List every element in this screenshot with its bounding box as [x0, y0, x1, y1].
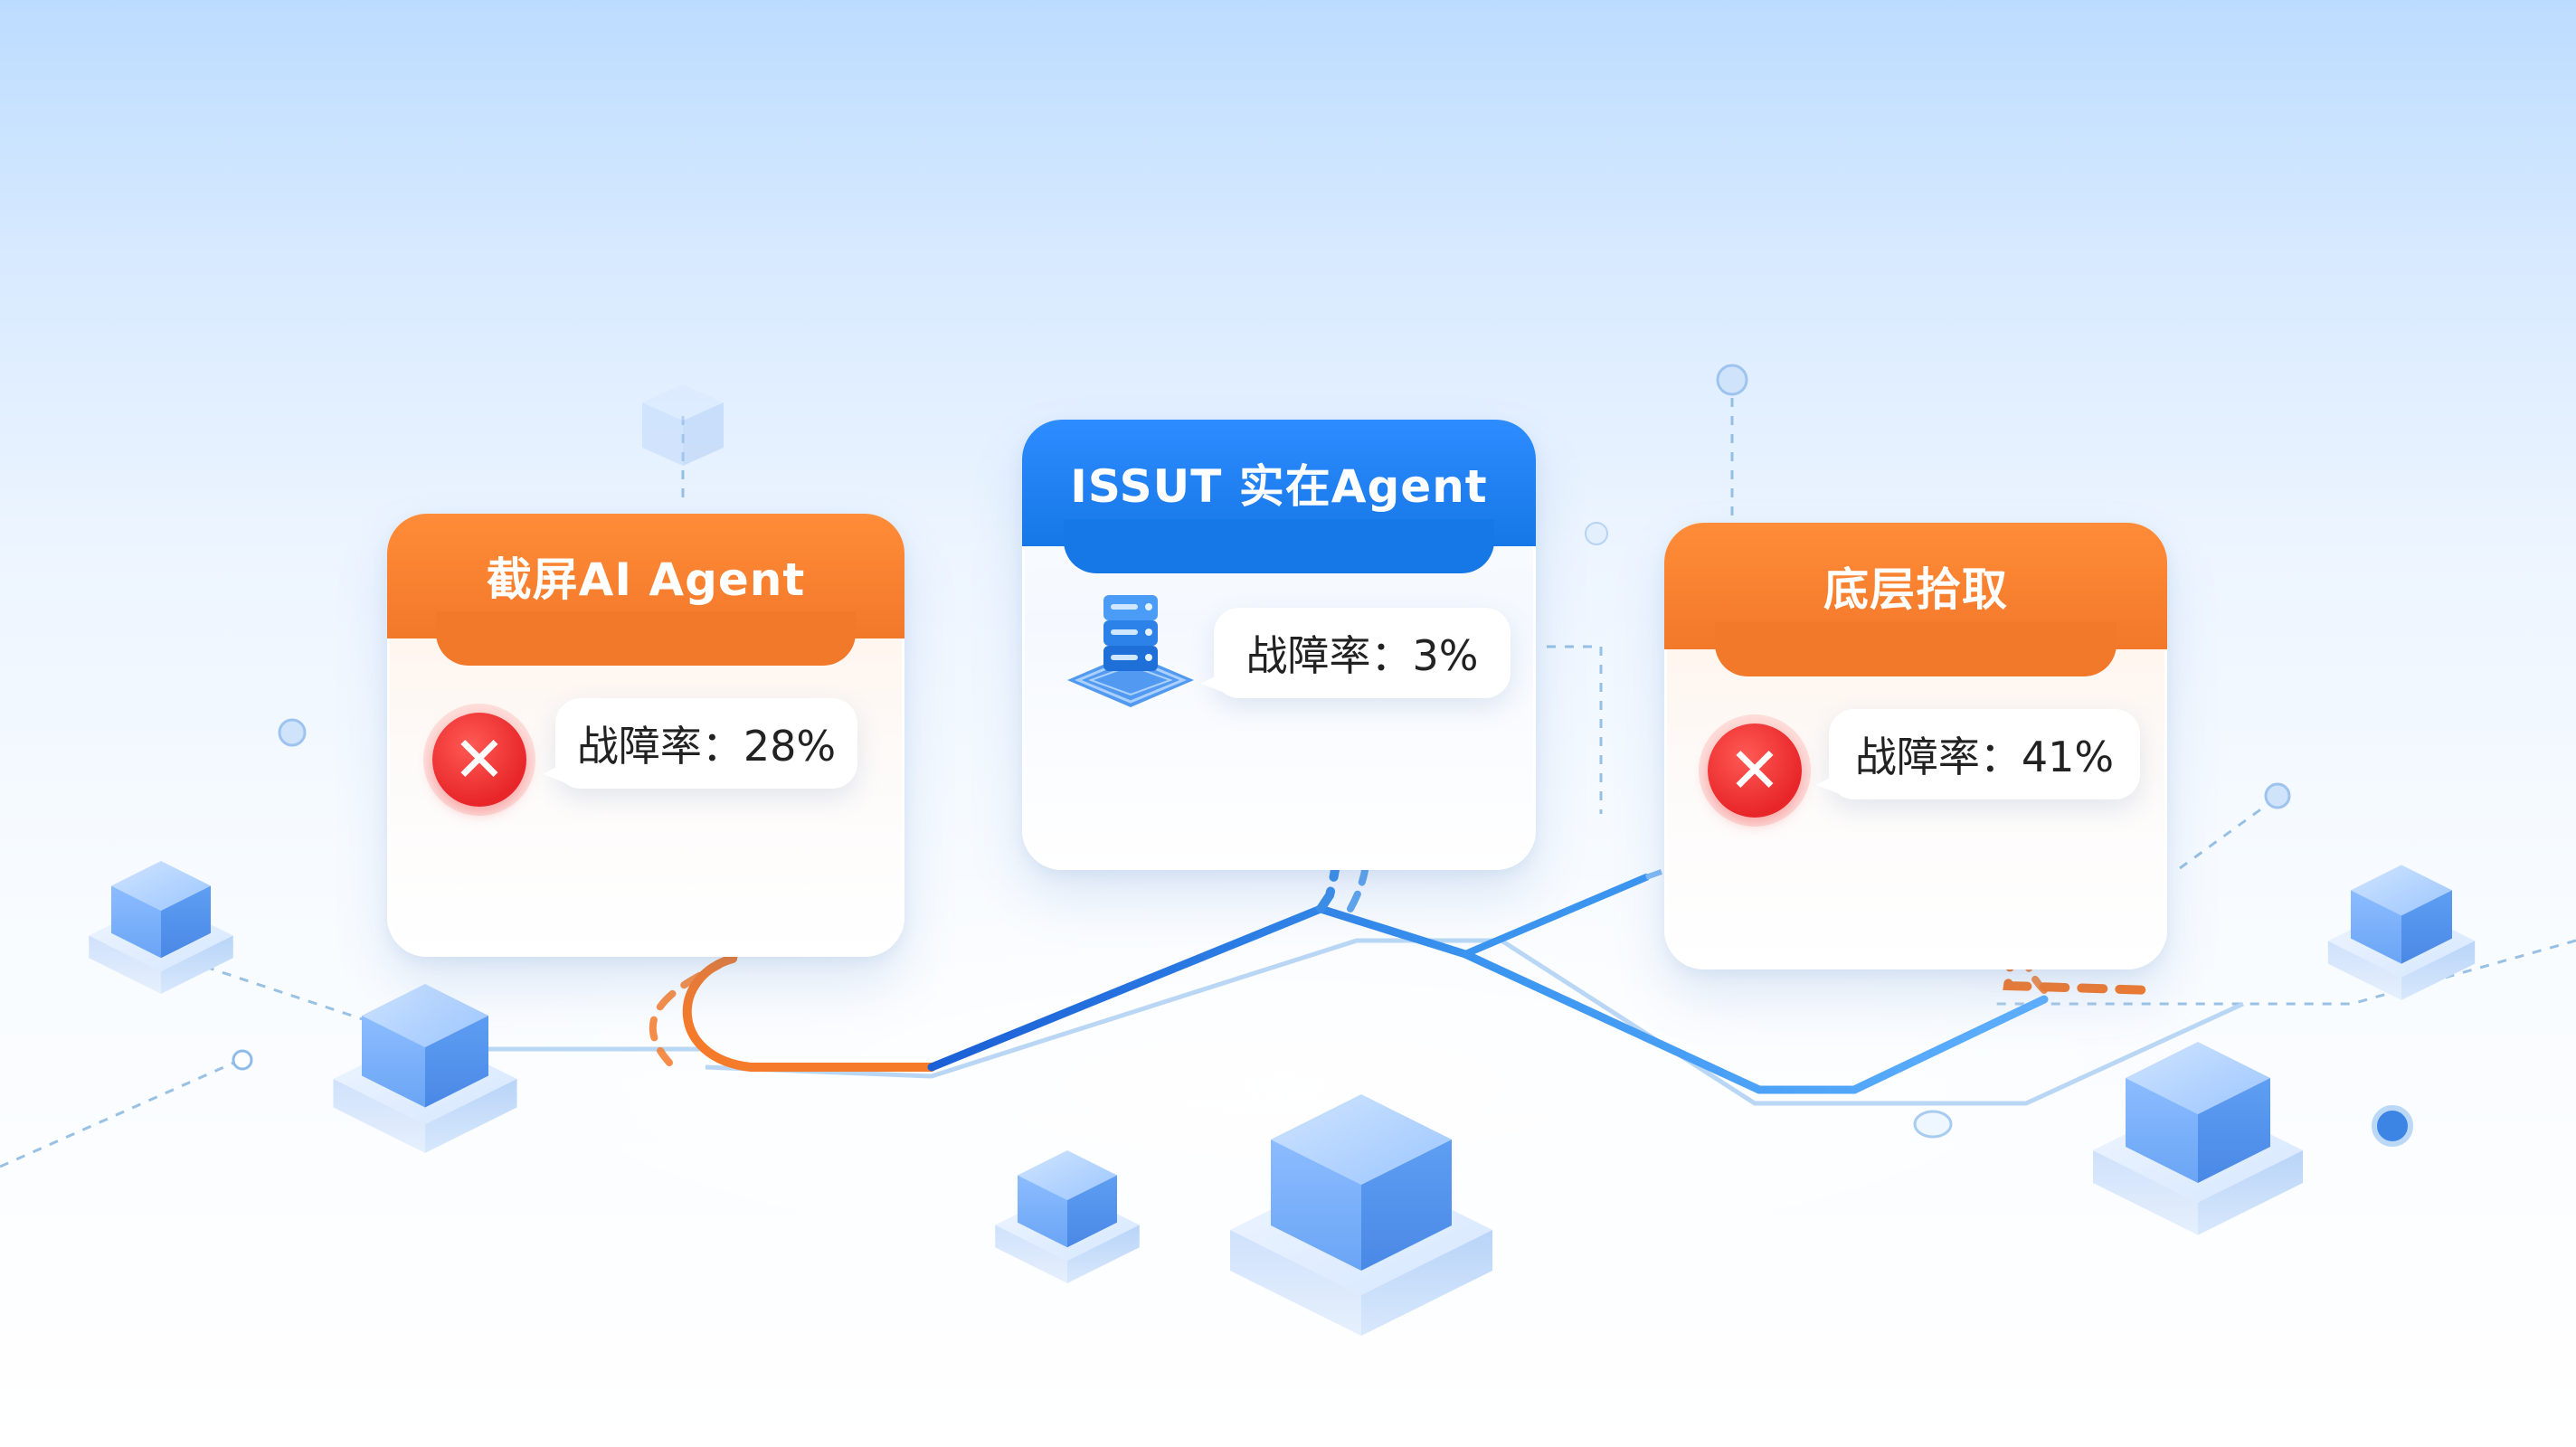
card-issut-agent: ISSUT 实在Agent 战障率：3%	[1022, 420, 1536, 870]
failure-rate-text: 战障率：3%	[1245, 631, 1479, 680]
error-x-icon: ✕	[432, 713, 526, 807]
failure-rate-text: 战障率：28%	[576, 722, 837, 771]
cube-platform	[995, 1150, 1140, 1283]
cube-platform	[2327, 865, 2476, 1000]
failure-rate-bubble: 战障率：3%	[1201, 608, 1511, 698]
failure-rate-text: 战障率：41%	[1854, 733, 2115, 781]
error-x-icon: ✕	[1708, 724, 1802, 818]
failure-rate-bubble: 战障率：41%	[1816, 709, 2140, 799]
card-title: 底层拾取	[1823, 563, 2008, 616]
card-header: 截屏AI Agent	[387, 514, 904, 666]
card-underlying-pick: 底层拾取 ✕ 战障率：41%	[1664, 523, 2167, 969]
card-screenshot-agent: 截屏AI Agent ✕ 战障率：28%	[387, 514, 904, 957]
failure-rate-bubble: 战障率：28%	[543, 698, 857, 789]
cube-platform	[333, 984, 517, 1153]
cube-platform	[1230, 1094, 1492, 1336]
card-header: 底层拾取	[1664, 523, 2167, 676]
server-stack-icon	[1067, 595, 1194, 707]
cube-platform	[2093, 1042, 2303, 1235]
blue-path	[927, 904, 2049, 1094]
card-title: 截屏AI Agent	[486, 553, 806, 606]
floating-cube	[642, 384, 724, 466]
card-title: ISSUT 实在Agent	[1070, 460, 1488, 513]
card-header: ISSUT 实在Agent	[1022, 420, 1536, 573]
cube-platform	[89, 861, 233, 994]
